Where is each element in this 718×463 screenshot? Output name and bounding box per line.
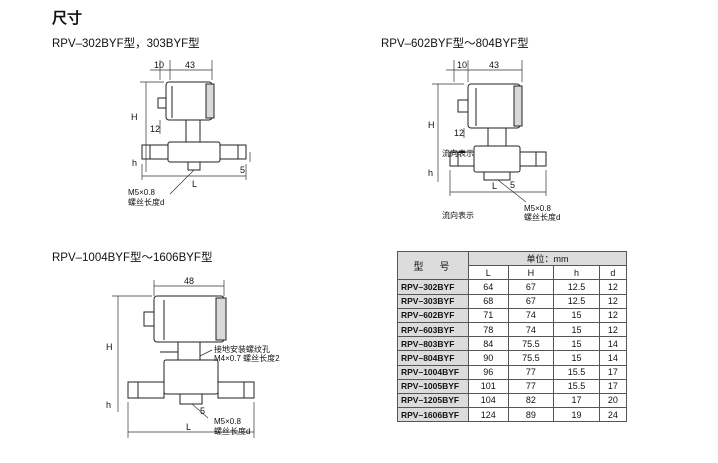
dim-10: 10 [457,60,467,70]
dim-48: 48 [184,276,194,286]
col-d: d [598,265,628,281]
dim-5: 5 [200,406,205,416]
note-thread: M5×0.8 [214,417,241,426]
dim-L: L [192,179,197,189]
dim-43: 43 [185,60,195,70]
flow-label-lower: 流向表示 [442,210,474,220]
spec-table: 型 号 单位：mm L H h d RPV–302BYF 64 67 12.5 … [397,250,628,423]
dim-12: 12 [454,128,464,138]
valve-drawing-602: 10 43 H 12 流向表示 h L 5 M5×0.8 螺丝长度d 流向表示 [428,60,560,222]
drawing-caption-1004: RPV–1004BYF型～1606BYF型 [52,252,213,264]
note-ground-hole: 接地安装螺纹孔 [214,344,270,354]
dim-43: 43 [489,60,499,70]
unit-header: 单位：mm [468,250,627,267]
dim-H: H [106,342,113,352]
table-row: RPV–1606BYF 124 89 19 24 [397,407,628,423]
dim-5: 5 [510,180,515,190]
note-thread: M5×0.8 [524,204,551,213]
dim-12: 12 [150,124,160,134]
dim-L: L [492,181,497,191]
table-row: RPV–1005BYF 101 77 15.5 17 [397,378,628,394]
valve-drawing-302: 10 43 H 12 h L 5 M5×0.8 螺丝长度d [128,60,251,206]
table-row: RPV–303BYF 68 67 12.5 12 [397,293,628,309]
table-row: RPV–803BYF 84 75.5 15 14 [397,336,628,352]
note-ground-screw: M4×0.7 螺丝长度2 [214,353,280,363]
dim-h: h [428,168,433,178]
valve-drawing-1004: 48 H h L 5 接地安装螺纹孔 M4×0.7 螺丝长度2 M5×0.8 螺… [106,276,280,438]
table-row: RPV–302BYF 64 67 12.5 12 [397,279,628,295]
model-header: 型 号 [397,250,469,281]
page-title: 尺寸 [52,10,83,27]
dim-h: h [132,158,137,168]
dim-L: L [186,422,191,432]
table-row: RPV–1004BYF 96 77 15.5 17 [397,364,628,380]
drawing-caption-302: RPV–302BYF型，303BYF型 [52,38,200,50]
table-row: RPV–804BYF 90 75.5 15 14 [397,350,628,366]
table-row: RPV–603BYF 78 74 15 12 [397,321,628,338]
col-L: L [468,265,509,281]
note-thread: M5×0.8 [128,188,155,197]
note-screw-length: 螺丝长度d [128,197,164,206]
drawing-caption-602: RPV–602BYF型～804BYF型 [381,38,529,50]
dim-h: h [106,400,111,410]
col-h: h [553,265,600,281]
note-screw-length: 螺丝长度d [214,426,250,436]
dim-10: 10 [154,60,164,70]
flow-label-upper: 流向表示 [442,148,474,158]
table-row: RPV–602BYF 71 74 15 12 [397,307,628,323]
table-row: RPV–1205BYF 104 82 17 20 [397,392,628,409]
dim-5: 5 [240,165,245,175]
col-H: H [507,265,555,281]
dim-H: H [428,120,435,130]
note-screw-length: 螺丝长度d [524,212,560,222]
dim-H: H [131,112,138,122]
